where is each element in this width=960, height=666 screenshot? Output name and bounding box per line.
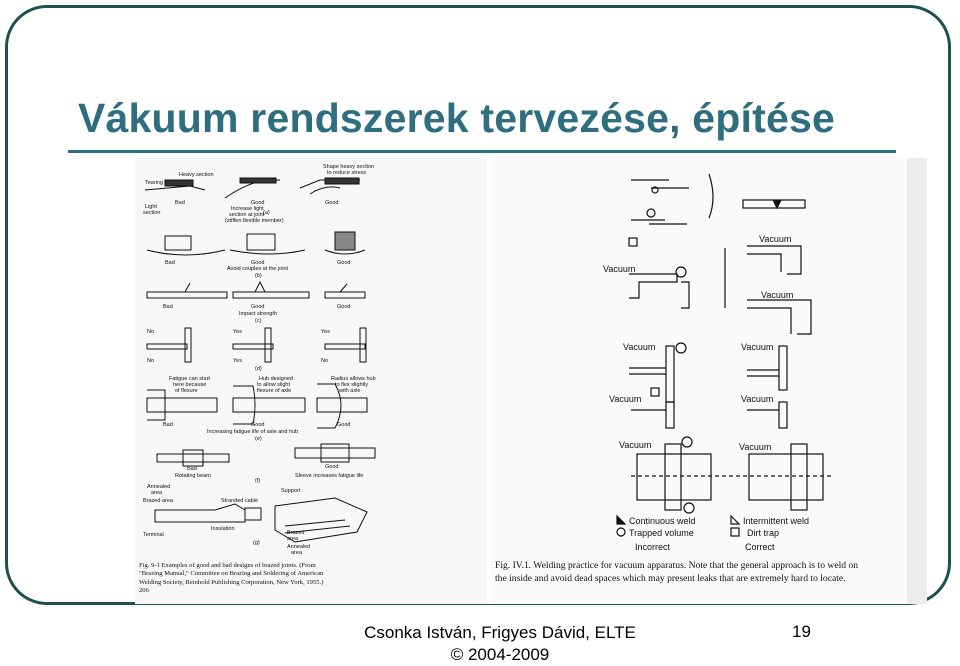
- label-tearing: Tearing: [145, 180, 163, 186]
- label-brazed: Brazed: [287, 530, 304, 536]
- label-annealed-2: Annealed: [287, 544, 310, 550]
- label-vacuum-8: Vacuum: [619, 440, 651, 450]
- page-number: 19: [792, 622, 811, 641]
- label-vacuum-2: Vacuum: [759, 234, 791, 244]
- label-correct: Correct: [745, 542, 775, 552]
- label-increase-light: Increase light: [231, 206, 264, 212]
- label-terminal: Terminal: [143, 532, 164, 538]
- footer-authors: Csonka István, Frigyes Dávid, ELTE: [364, 623, 636, 642]
- label-vacuum-4: Vacuum: [623, 342, 655, 352]
- right-caption-line-1: Fig. IV.1. Welding practice for vacuum a…: [495, 560, 859, 571]
- label-flex-slightly: to flex slightly: [335, 382, 368, 388]
- label-vacuum-9: Vacuum: [739, 442, 771, 452]
- label-area-2: area: [287, 536, 299, 542]
- label-good-a2: Good: [325, 200, 338, 206]
- label-sleeve: Sleeve increases fatigue life: [295, 473, 363, 479]
- label-stranded-cable: Stranded cable: [221, 498, 258, 504]
- label-of-flexure: of flexure: [175, 388, 198, 394]
- brazed-joints-drawing: Tearing Heavy section Shape heavy sectio…: [143, 164, 376, 556]
- brazed-joints-figure: Tearing Heavy section Shape heavy sectio…: [135, 158, 487, 604]
- label-area: area: [151, 490, 163, 496]
- label-continuous-weld: Continuous weld: [629, 516, 696, 526]
- label-vacuum-6: Vacuum: [609, 394, 641, 404]
- label-here-because: here because: [173, 382, 206, 388]
- label-fatigue: Fatigue can start: [169, 376, 210, 382]
- label-intermittent-weld: Intermittent weld: [743, 516, 809, 526]
- label-yes-2: Yes: [233, 358, 242, 364]
- label-annealed: Annealed: [147, 484, 170, 490]
- label-vacuum-5: Vacuum: [741, 342, 773, 352]
- label-brazed-area: Brazed area: [143, 498, 174, 504]
- label-rotating-beam: Rotating beam: [175, 473, 211, 479]
- label-good-e2: Good: [337, 422, 350, 428]
- label-d: (d): [255, 366, 262, 372]
- label-flexure-axle: flexure of axle: [257, 388, 291, 394]
- left-caption-line-3: Welding Society, Reinhold Publishing Cor…: [139, 578, 324, 586]
- label-b: (b): [255, 273, 262, 279]
- right-caption-line-2: the inside and avoid dead spaces which m…: [495, 572, 846, 584]
- label-bad-c: Bad: [163, 304, 173, 310]
- label-section-joint: section at joint: [229, 212, 265, 218]
- label-yes-1: Yes: [233, 329, 242, 335]
- slide-title: Vákuum rendszerek tervezése, építése: [78, 95, 835, 141]
- title-underline: [68, 150, 896, 153]
- footer-credit: Csonka István, Frigyes Dávid, ELTE © 200…: [335, 622, 665, 666]
- label-shape-heavy: Shape heavy section: [323, 164, 374, 170]
- label-vacuum-3: Vacuum: [761, 290, 793, 300]
- label-good-a1: Good: [251, 200, 264, 206]
- scan-page-edge: [907, 158, 927, 604]
- label-good-c1: Good: [251, 304, 264, 310]
- label-reduce-stress: to reduce stress: [327, 170, 366, 176]
- label-e: (e): [255, 436, 262, 442]
- label-a: (a): [263, 210, 270, 216]
- label-increasing-fatigue: Increasing fatigue life of axle and hub: [207, 429, 298, 435]
- footer-copyright: © 2004-2009: [450, 645, 550, 664]
- label-yes-3: Yes: [321, 329, 330, 335]
- label-light: Light: [145, 204, 157, 210]
- label-with-axle: with axle: [338, 388, 360, 394]
- left-page-number: 206: [139, 587, 149, 595]
- label-no-1: No: [147, 329, 154, 335]
- welding-practice-drawing: Vacuum Vacuum Vacuum Vacuum Vacuum Vacuu…: [603, 173, 831, 552]
- label-section: section: [143, 210, 160, 216]
- label-good-b2: Good: [337, 260, 350, 266]
- label-no-2: No: [147, 358, 154, 364]
- label-c: (c): [255, 318, 262, 324]
- label-dirt-trap: Dirt trap: [747, 528, 779, 538]
- label-bad-f: Bad: [187, 466, 197, 472]
- label-insulation: Insulation: [211, 526, 235, 532]
- label-vacuum-7: Vacuum: [741, 394, 773, 404]
- label-bad-e: Bad: [163, 422, 173, 428]
- label-support: Support: [281, 488, 301, 494]
- label-good-c2: Good: [337, 304, 350, 310]
- label-bad-a: Bad: [175, 200, 185, 206]
- label-impact: Impact strength: [239, 311, 277, 317]
- label-vacuum-1: Vacuum: [603, 264, 635, 274]
- label-stiffen: (stiffen flexible member): [225, 218, 284, 224]
- label-trapped-volume: Trapped volume: [629, 528, 694, 538]
- label-g: (g): [253, 540, 260, 546]
- label-good-b1: Good: [251, 260, 264, 266]
- label-bad-b: Bad: [165, 260, 175, 266]
- label-hub-designed: Hub designed: [259, 376, 293, 382]
- label-heavy-section: Heavy section: [179, 172, 214, 178]
- left-caption-line-1: Fig. 9-1 Examples of good and bad design…: [139, 562, 316, 569]
- label-f: (f): [255, 478, 260, 484]
- label-allow-slight: to allow slight: [257, 382, 290, 388]
- label-good-e1: Good: [251, 422, 264, 428]
- scanned-figures: Tearing Heavy section Shape heavy sectio…: [135, 158, 927, 604]
- label-good-f: Good: [325, 464, 338, 470]
- welding-practice-figure: Vacuum Vacuum Vacuum Vacuum Vacuum Vacuu…: [491, 158, 927, 604]
- label-radius: Radius allows hub: [331, 376, 376, 382]
- label-incorrect: Incorrect: [635, 542, 671, 552]
- left-caption-line-2: "Brazing Manual," Committee on Brazing a…: [139, 570, 324, 578]
- label-no-3: No: [321, 358, 328, 364]
- label-avoid-couples: Avoid couples at the joint: [227, 266, 289, 272]
- label-area-3: area: [291, 550, 303, 556]
